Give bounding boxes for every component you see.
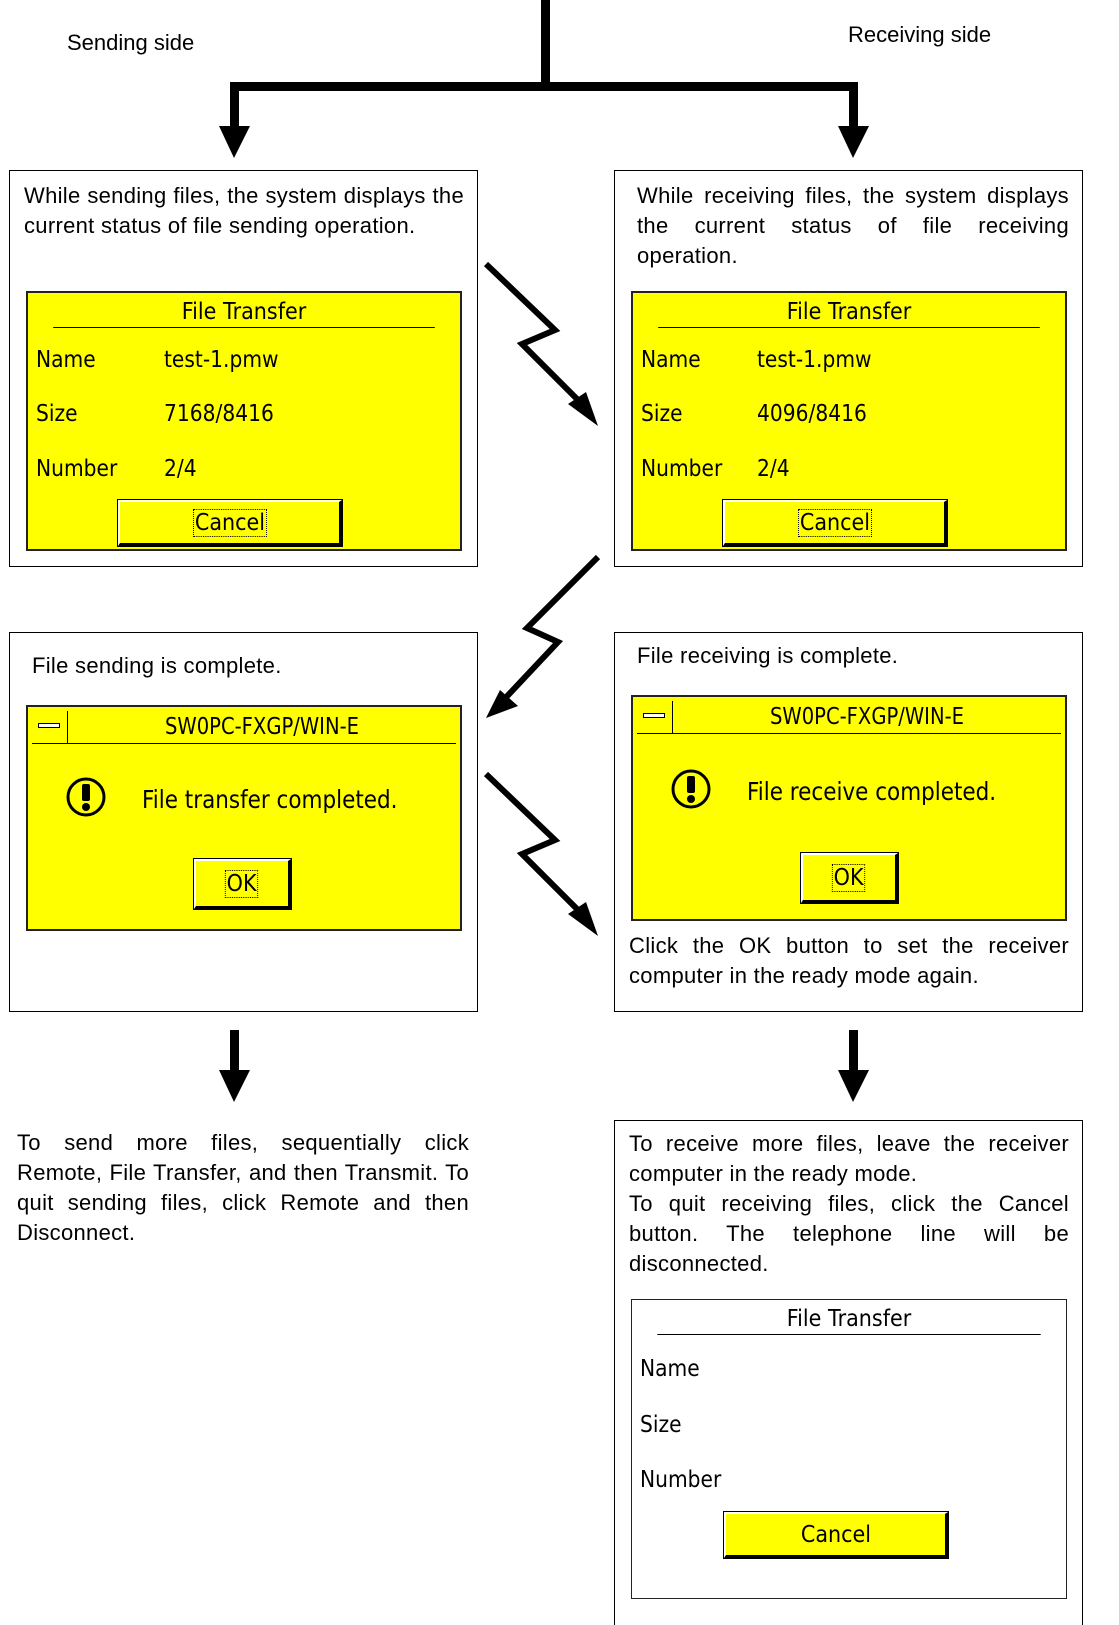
warning-icon: [671, 769, 711, 809]
cancel-button-label: Cancel: [800, 1521, 871, 1548]
size-label: Size: [36, 401, 78, 427]
split-bar: [230, 82, 858, 91]
lightning-arrow-2: [493, 554, 601, 711]
system-menu-icon[interactable]: [637, 701, 673, 733]
receive-progress-panel: While receiving files, the system displa…: [614, 170, 1083, 567]
left-drop: [230, 82, 239, 130]
cancel-button[interactable]: Cancel: [722, 499, 948, 547]
name-label: Name: [36, 347, 96, 373]
receive-next-text-1: To receive more files, leave the receive…: [629, 1131, 1069, 1186]
cancel-button[interactable]: Cancel: [117, 499, 343, 547]
dialog-title: File Transfer: [53, 297, 435, 328]
send-complete-panel: File sending is complete. SW0PC-FXGP/WIN…: [9, 632, 478, 1012]
size-label: Size: [641, 401, 683, 427]
size-label: Size: [640, 1412, 682, 1438]
system-menu-icon[interactable]: [32, 711, 68, 743]
number-label: Number: [36, 456, 118, 482]
receive-next-panel: To receive more files, leave the receive…: [614, 1120, 1083, 1625]
send-next-instructions: To send more files, sequentially click R…: [17, 1130, 469, 1245]
dialog-title: SW0PC-FXGP/WIN-E: [165, 714, 359, 740]
bottom-right-stem: [849, 1030, 858, 1074]
message-dialog: SW0PC-FXGP/WIN-E File receive completed.…: [631, 695, 1067, 921]
top-stem: [541, 0, 550, 90]
size-value: 4096/8416: [757, 401, 867, 427]
send-progress-description: While sending files, the system displays…: [24, 183, 464, 238]
bottom-right-arrowhead: [838, 1070, 869, 1102]
name-value: test-1.pmw: [164, 347, 279, 373]
file-transfer-dialog: File Transfer Name test-1.pmw Size 7168/…: [26, 291, 462, 551]
number-label: Number: [640, 1467, 722, 1493]
name-value: test-1.pmw: [757, 347, 872, 373]
receive-progress-description: While receiving files, the system displa…: [637, 183, 1069, 268]
send-complete-description: File sending is complete.: [32, 653, 282, 678]
sending-side-label: Sending side: [67, 30, 195, 55]
message-dialog: SW0PC-FXGP/WIN-E File transfer completed…: [26, 705, 462, 931]
cancel-button-label: Cancel: [192, 508, 267, 537]
dialog-title-bar: SW0PC-FXGP/WIN-E: [637, 701, 1061, 734]
number-value: 2/4: [164, 456, 197, 482]
receiving-side-label: Receiving side: [848, 22, 992, 47]
number-label: Number: [641, 456, 723, 482]
receive-next-text-2: To quit receiving files, click the Cance…: [629, 1191, 1069, 1276]
name-label: Name: [641, 347, 701, 373]
send-progress-panel: While sending files, the system displays…: [9, 170, 478, 567]
bottom-left-stem: [230, 1030, 239, 1074]
ok-button[interactable]: OK: [193, 858, 292, 910]
cancel-button-label: Cancel: [797, 508, 872, 537]
warning-icon: [66, 777, 106, 817]
right-arrowhead: [838, 126, 869, 158]
receive-complete-description: File receiving is complete.: [637, 643, 899, 668]
lightning-arrow-1: [483, 261, 593, 415]
dialog-title: File Transfer: [657, 1304, 1041, 1335]
dialog-message: File transfer completed.: [142, 785, 398, 814]
dialog-title: SW0PC-FXGP/WIN-E: [770, 704, 964, 730]
right-drop: [849, 82, 858, 130]
ok-button-label: OK: [225, 869, 259, 898]
dialog-title-bar: SW0PC-FXGP/WIN-E: [32, 711, 456, 744]
receive-complete-panel: File receiving is complete. SW0PC-FXGP/W…: [614, 632, 1083, 1012]
size-value: 7168/8416: [164, 401, 274, 427]
ok-button-label: OK: [832, 863, 866, 892]
dialog-message: File receive completed.: [747, 777, 997, 806]
name-label: Name: [640, 1356, 700, 1382]
file-transfer-dialog: File Transfer Name test-1.pmw Size 4096/…: [631, 291, 1067, 551]
dialog-title: File Transfer: [658, 297, 1040, 328]
ok-button[interactable]: OK: [800, 852, 899, 904]
number-value: 2/4: [757, 456, 790, 482]
bottom-left-arrowhead: [219, 1070, 250, 1102]
file-transfer-dialog: File Transfer Name Size Number Cancel: [631, 1299, 1067, 1599]
receive-complete-note: Click the OK button to set the receiver …: [629, 933, 1069, 988]
lightning-arrow-3: [483, 771, 593, 925]
cancel-button[interactable]: Cancel: [723, 1511, 949, 1559]
left-arrowhead: [219, 126, 250, 158]
